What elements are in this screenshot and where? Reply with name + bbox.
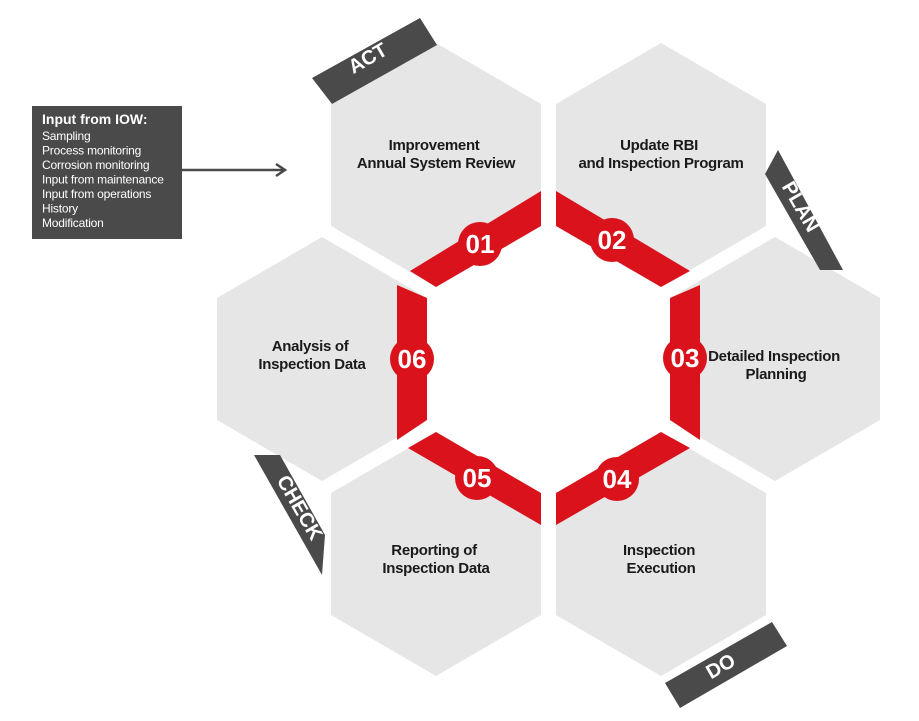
step-02-label: Update RBI and Inspection Program bbox=[578, 137, 743, 172]
hexagon-step-06 bbox=[217, 237, 427, 481]
input-title: Input from IOW: bbox=[42, 111, 148, 127]
input-from-iow-box: Input from IOW: Sampling Process monitor… bbox=[32, 106, 182, 239]
step-badge-02: 02 bbox=[590, 218, 634, 262]
input-item: Input from maintenance bbox=[42, 173, 164, 187]
step-badge-05: 05 bbox=[455, 456, 499, 500]
input-item: History bbox=[42, 202, 78, 216]
step-number: 02 bbox=[598, 225, 627, 255]
step-number: 04 bbox=[603, 464, 632, 494]
input-item: Corrosion monitoring bbox=[42, 158, 149, 172]
step-number: 03 bbox=[671, 343, 700, 373]
step-badge-03: 03 bbox=[663, 336, 707, 380]
step-05-label: Reporting of Inspection Data bbox=[382, 542, 490, 577]
step-03-label: Detailed Inspection Planning bbox=[708, 348, 844, 383]
hexagon-step-03 bbox=[670, 237, 880, 481]
input-item: Modification bbox=[42, 216, 104, 230]
step-badge-01: 01 bbox=[458, 222, 502, 266]
input-item: Input from operations bbox=[42, 187, 151, 201]
step-number: 01 bbox=[466, 229, 495, 259]
phase-tab-act: ACT bbox=[312, 18, 437, 104]
step-06-label: Analysis of Inspection Data bbox=[258, 338, 366, 373]
input-arrow bbox=[182, 162, 288, 178]
step-badge-04: 04 bbox=[595, 457, 639, 501]
input-item: Sampling bbox=[42, 129, 90, 143]
input-item: Process monitoring bbox=[42, 144, 141, 158]
step-number: 06 bbox=[398, 344, 427, 374]
step-number: 05 bbox=[463, 463, 492, 493]
step-04-label: Inspection Execution bbox=[623, 542, 699, 577]
step-01-label: Improvement Annual System Review bbox=[357, 137, 516, 172]
step-badge-06: 06 bbox=[390, 337, 434, 381]
